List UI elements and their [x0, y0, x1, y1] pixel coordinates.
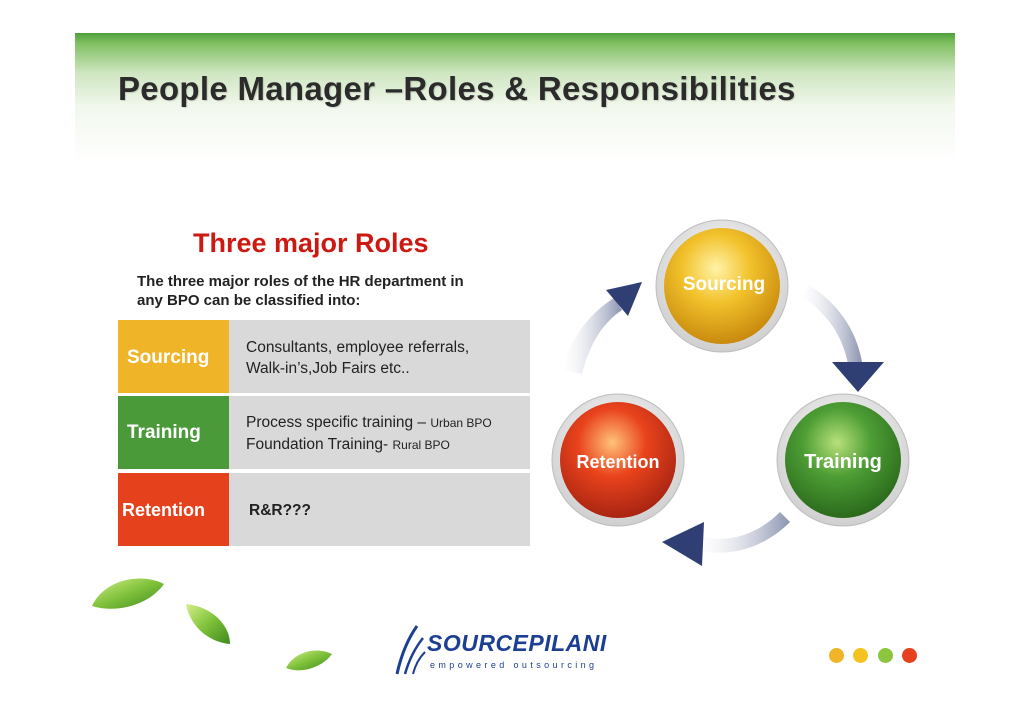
- logo-mark-icon: [395, 625, 426, 675]
- role-label-training: Training: [127, 422, 201, 443]
- dot-icon: [829, 648, 844, 663]
- role-desc-training-main-2: Foundation Training-: [246, 436, 393, 453]
- role-desc-training-main-1: Process specific training –: [246, 414, 431, 431]
- cycle-node-retention: [560, 402, 676, 518]
- leaf-icon: [286, 650, 332, 671]
- role-desc-retention-line-1: R&R???: [249, 502, 311, 519]
- role-desc-sourcing: Consultants, employee referrals, Walk-in…: [246, 337, 469, 379]
- role-desc-sourcing-line-2: Walk-in’s,Job Fairs etc..: [246, 360, 410, 377]
- dot-icon: [878, 648, 893, 663]
- role-desc-training-line-2: Foundation Training- Rural BPO: [246, 434, 492, 456]
- role-label-retention: Retention: [122, 500, 205, 520]
- leaf-icon: [92, 578, 164, 609]
- role-desc-training-small-2: Rural BPO: [392, 438, 450, 452]
- arrow-icon: [800, 286, 862, 364]
- role-cell-retention: Retention: [118, 473, 229, 546]
- dot-icon: [853, 648, 868, 663]
- role-desc-training-small-1: Urban BPO: [430, 416, 492, 430]
- cycle-label-training: Training: [804, 451, 882, 473]
- logo-tagline: empowered outsourcing: [430, 660, 598, 670]
- arrow-icon: [606, 282, 642, 316]
- arrow-icon: [696, 512, 790, 553]
- role-cell-training: Training: [118, 396, 229, 469]
- header-band: [75, 33, 955, 163]
- role-desc-retention: R&R???: [249, 500, 311, 521]
- role-desc-training: Process specific training – Urban BPO Fo…: [246, 412, 492, 456]
- leaf-icon: [186, 604, 230, 644]
- arrow-icon: [562, 298, 622, 374]
- role-desc-sourcing-line-1: Consultants, employee referrals,: [246, 339, 470, 356]
- cycle-label-retention: Retention: [577, 452, 660, 472]
- cycle-node-training: [785, 402, 901, 518]
- intro-line-1: The three major roles of the HR departme…: [137, 273, 464, 290]
- sourcepilani-logo: SOURCEPILANI empowered outsourcing: [393, 622, 606, 677]
- role-desc-training-line-1: Process specific training – Urban BPO: [246, 412, 492, 434]
- role-cell-sourcing: Sourcing: [118, 320, 229, 393]
- arrow-icon: [832, 362, 884, 392]
- section-heading: Three major Roles: [193, 228, 429, 258]
- intro-text: The three major roles of the HR departme…: [137, 272, 537, 310]
- logo-brand: SOURCEPILANI: [427, 630, 607, 656]
- role-label-sourcing: Sourcing: [127, 347, 210, 368]
- dot-icon: [902, 648, 917, 663]
- slide-title: People Manager –Roles & Responsibilities: [118, 70, 796, 107]
- cycle-label-sourcing: Sourcing: [683, 274, 765, 295]
- cycle-node-sourcing: [664, 228, 780, 344]
- intro-line-2: any BPO can be classified into:: [137, 292, 361, 309]
- arrow-icon: [662, 522, 704, 566]
